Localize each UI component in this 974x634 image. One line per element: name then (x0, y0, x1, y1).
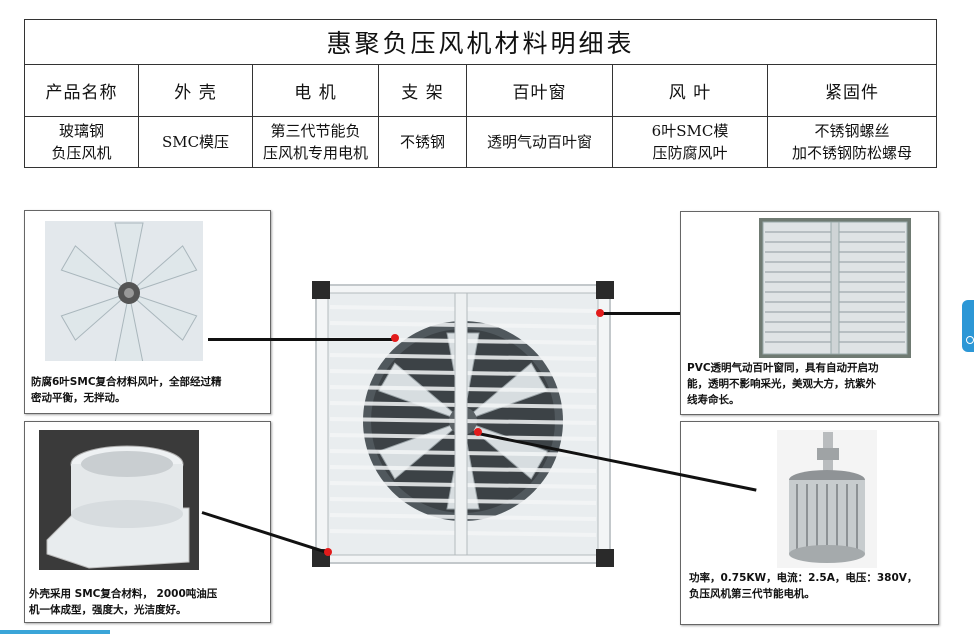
shutter-description: PVC透明气动百叶窗同，具有自动开启功 能，透明不影响采光，美观大方，抗紫外 线… (687, 360, 933, 408)
cell-line: 加不锈钢防松螺母 (792, 144, 913, 162)
motor-description: 功率，0.75KW，电流：2.5A，电压：380V， 负压风机第三代节能电机。 (689, 570, 935, 602)
desc-line: 线寿命长。 (687, 394, 740, 406)
negative-pressure-fan-image (312, 281, 614, 567)
side-float-tab[interactable] (962, 300, 974, 352)
pointer-dot-shell (324, 548, 332, 556)
cell-product-name: 玻璃钢 负压风机 (24, 116, 139, 168)
material-spec-table: 惠聚负压风机材料明细表 产品名称 外 壳 电 机 支 架 百叶窗 风 叶 紧固件… (23, 19, 938, 168)
header-shutter: 百叶窗 (466, 64, 613, 117)
header-blade: 风 叶 (612, 64, 768, 117)
cell-blade: 6叶SMC模 压防腐风叶 (612, 116, 768, 168)
cell-motor: 第三代节能负 压风机专用电机 (252, 116, 379, 168)
desc-line: 功率，0.75KW，电流：2.5A，电压：380V， (689, 572, 918, 584)
cell-shutter: 透明气动百叶窗 (466, 116, 613, 168)
bottom-accent-strip (0, 630, 110, 634)
cell-line: 第三代节能负 (270, 122, 361, 140)
shutter-photo (759, 218, 911, 358)
desc-line: 机一体成型，强度大，光洁度好。 (29, 604, 187, 616)
fan-blade-photo (45, 221, 203, 361)
table-row: 玻璃钢 负压风机 SMC模压 第三代节能负 压风机专用电机 不锈钢 透明气动百叶… (24, 116, 938, 168)
header-product-name: 产品名称 (24, 64, 139, 117)
cell-shell: SMC模压 (138, 116, 253, 168)
shutter-callout: PVC透明气动百叶窗同，具有自动开启功 能，透明不影响采光，美观大方，抗紫外 线… (680, 211, 939, 415)
motor-photo (777, 430, 877, 568)
table-title: 惠聚负压风机材料明细表 (23, 19, 938, 65)
header-shell: 外 壳 (138, 64, 253, 117)
pointer-dot-blade (391, 334, 399, 342)
blade-description: 防腐6叶SMC复合材料风叶，全部经过精 密动平衡，无拌动。 (31, 374, 267, 406)
desc-line: 负压风机第三代节能电机。 (689, 588, 815, 600)
cell-line: 压防腐风叶 (652, 144, 728, 162)
table-header-row: 产品名称 外 壳 电 机 支 架 百叶窗 风 叶 紧固件 (24, 64, 938, 117)
cell-line: 压风机专用电机 (262, 144, 368, 162)
pointer-dot-motor (474, 428, 482, 436)
cell-line: SMC模压 (161, 133, 230, 151)
desc-line: PVC透明气动百叶窗同，具有自动开启功 (687, 362, 879, 374)
cell-fastener: 不锈钢螺丝 加不锈钢防松螺母 (766, 116, 938, 168)
cell-bracket: 不锈钢 (378, 116, 467, 168)
pointer-line-blade (208, 338, 396, 341)
cell-line: 不锈钢 (399, 133, 445, 151)
header-bracket: 支 架 (378, 64, 467, 117)
desc-line: 外壳采用 SMC复合材料， 2000吨油压 (29, 588, 218, 600)
motor-callout: 功率，0.75KW，电流：2.5A，电压：380V， 负压风机第三代节能电机。 (680, 421, 939, 625)
header-fastener: 紧固件 (766, 64, 938, 117)
fan-shell-photo (39, 430, 199, 570)
shell-description: 外壳采用 SMC复合材料， 2000吨油压 机一体成型，强度大，光洁度好。 (29, 586, 269, 618)
desc-line: 密动平衡，无拌动。 (31, 392, 126, 404)
desc-line: 能，透明不影响采光，美观大方，抗紫外 (687, 378, 876, 390)
cell-line: 6叶SMC模 (651, 122, 729, 140)
blade-callout: 防腐6叶SMC复合材料风叶，全部经过精 密动平衡，无拌动。 (24, 210, 271, 414)
cell-line: 负压风机 (51, 144, 112, 162)
cell-line: 不锈钢螺丝 (814, 122, 890, 140)
desc-line: 防腐6叶SMC复合材料风叶，全部经过精 (31, 376, 222, 388)
shell-callout: 外壳采用 SMC复合材料， 2000吨油压 机一体成型，强度大，光洁度好。 (24, 421, 271, 623)
pointer-line-shutter (601, 312, 680, 315)
pointer-dot-shutter (596, 309, 604, 317)
cell-line: 透明气动百叶窗 (486, 133, 592, 151)
cell-line: 玻璃钢 (58, 122, 104, 140)
circle-icon (966, 336, 974, 344)
header-motor: 电 机 (252, 64, 379, 117)
